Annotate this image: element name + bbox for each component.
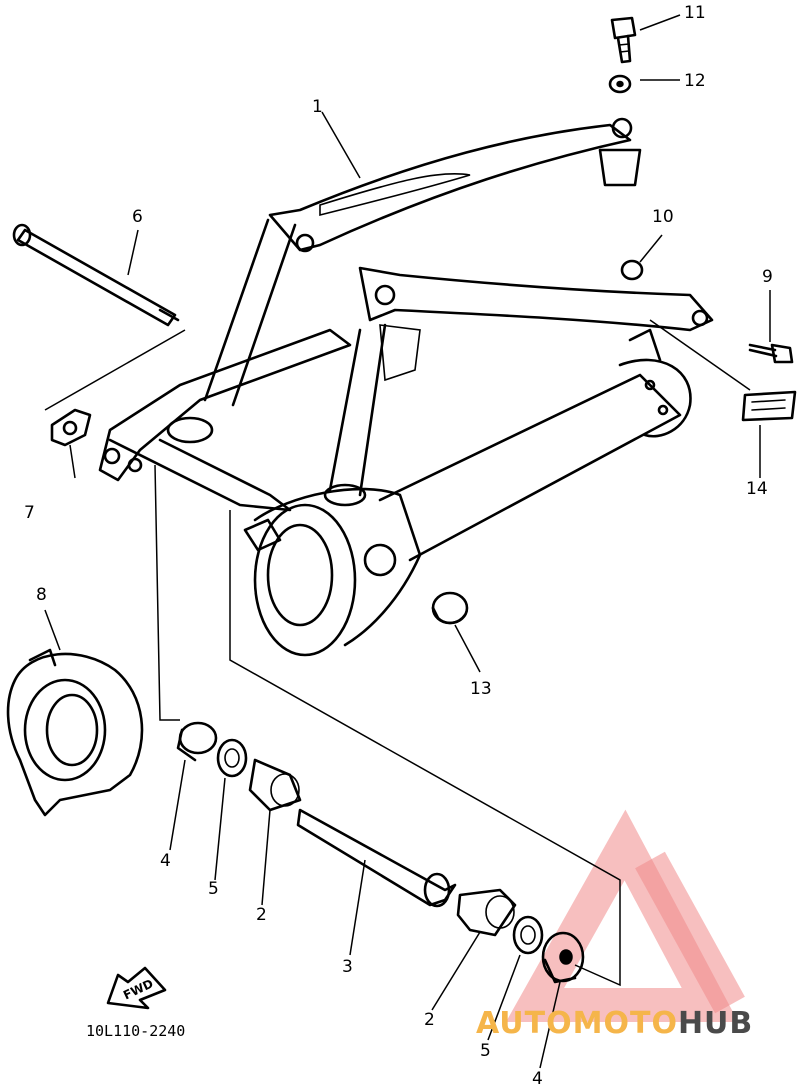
callout-4-right: 4 [532,1069,543,1086]
watermark-text: AUTOMOTOHUB [476,1006,753,1041]
callout-2-right: 2 [424,1010,435,1030]
callout-13: 13 [470,679,492,699]
leader-lines [44,14,771,1069]
plate-part [50,408,92,447]
callout-6: 6 [132,207,143,227]
watermark-text-hub: HUB [678,1006,753,1041]
callout-1: 1 [312,97,323,117]
callout-10: 10 [652,207,674,227]
callout-4-left: 4 [160,851,171,871]
watermark-triangle-inner [635,851,745,1014]
callout-12: 12 [684,71,706,91]
callout-numbers: 1 2 2 3 4 4 5 5 6 7 8 9 10 11 12 13 14 [24,3,773,1086]
callout-3: 3 [342,957,353,977]
callout-7: 7 [24,503,35,523]
swingarm-part [98,117,714,657]
watermark-logo [505,809,745,1022]
callout-8: 8 [36,585,47,605]
leader-dashed-6-7 [44,329,186,411]
callout-5-left: 5 [208,879,219,899]
boot-part [6,648,144,817]
callout-2-left: 2 [256,905,267,925]
callout-5-right: 5 [480,1041,491,1061]
callout-9: 9 [762,267,773,287]
callout-14: 14 [746,479,768,499]
fwd-arrow [106,966,167,1010]
pivot-shaft-part [12,223,180,327]
diagram-code: 10L110-2240 [86,1022,185,1040]
watermark-text-auto: AUTO [476,1006,573,1041]
bearing-parts [176,721,585,984]
callout-11: 11 [684,3,706,23]
watermark-text-moto: MOTO [573,1006,678,1041]
fastener-parts [106,16,797,1010]
